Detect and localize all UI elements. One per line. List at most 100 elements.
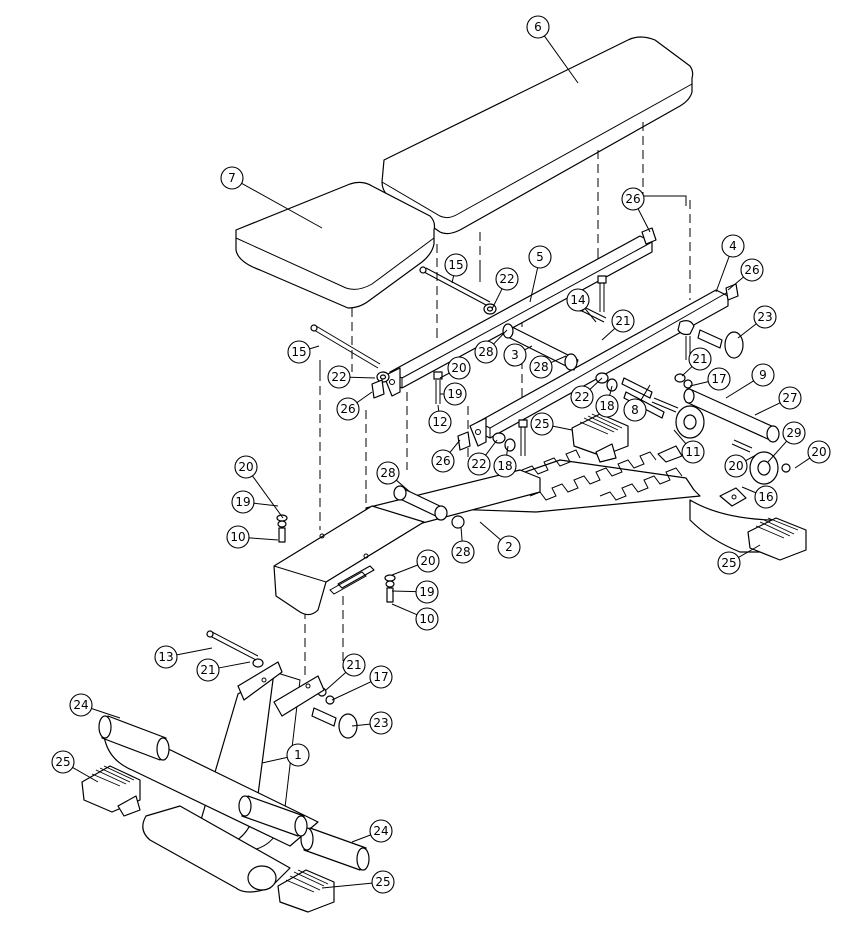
callout-27: 27 (754, 386, 802, 416)
callout-label: 28 (478, 345, 493, 359)
leader-line (491, 288, 503, 310)
callout-23: 23 (351, 711, 393, 735)
callout-20: 20 (794, 440, 831, 469)
callout-circle (707, 367, 731, 391)
leader-line (331, 681, 372, 701)
leader-line (689, 381, 709, 387)
callout-circle (621, 187, 645, 211)
leader-line (493, 329, 508, 345)
leader-line (794, 457, 811, 469)
callout-26: 26 (336, 391, 373, 421)
callout-label: 20 (420, 554, 435, 568)
callout-label: 28 (380, 466, 395, 480)
callout-circle (196, 658, 220, 682)
rubber-feet (81, 413, 807, 913)
leader-line (609, 385, 613, 396)
callout-label: 26 (625, 192, 640, 206)
callout-circle (740, 258, 764, 282)
leader-line (479, 521, 501, 541)
callout-label: 20 (238, 460, 253, 474)
callout-circle (327, 365, 351, 389)
leader-line (395, 479, 411, 493)
callout-21: 21 (196, 658, 251, 682)
callout-15: 15 (287, 340, 320, 364)
callout-label: 3 (511, 348, 519, 362)
callout-22: 22 (570, 377, 603, 409)
callout-circle (623, 398, 647, 422)
callout-circle (226, 525, 250, 549)
callout-21: 21 (681, 347, 712, 377)
callout-circle (495, 267, 519, 291)
callout-28: 28 (376, 461, 411, 493)
callout-label: 14 (570, 293, 585, 307)
callout-circle (369, 819, 393, 843)
leader-line (351, 723, 371, 727)
callout-25: 25 (51, 750, 99, 783)
leader-line (767, 440, 788, 463)
callout-29: 29 (767, 421, 806, 463)
callout-6: 6 (526, 15, 579, 84)
leader-line (391, 603, 418, 616)
callout-label: 17 (373, 670, 388, 684)
callout-circle (154, 645, 178, 669)
callout-circle (611, 309, 635, 333)
callout-5: 5 (528, 245, 552, 303)
callout-2: 2 (479, 521, 521, 559)
callout-label: 10 (230, 530, 245, 544)
callout-19: 19 (231, 490, 279, 514)
callout-circle (503, 343, 527, 367)
leader-line (715, 256, 730, 293)
callout-circle (444, 253, 468, 277)
callout-label: 28 (533, 360, 548, 374)
callout-label: 24 (373, 824, 388, 838)
callout-circle (234, 455, 258, 479)
callout-3: 3 (503, 343, 533, 367)
callout-circle (336, 397, 360, 421)
callout-label: 4 (729, 239, 737, 253)
callout-label: 29 (786, 426, 801, 440)
back-pad (381, 36, 694, 235)
callout-label: 12 (432, 415, 447, 429)
callout-circle (497, 535, 521, 559)
callout-label: 13 (158, 650, 173, 664)
leader-line (584, 308, 597, 323)
callout-label: 25 (534, 417, 549, 431)
roller-assembly (621, 377, 791, 485)
callout-circle (69, 693, 93, 717)
leader-line (72, 767, 99, 783)
callout-label: 28 (455, 545, 470, 559)
callout-label: 18 (497, 459, 512, 473)
callout-circle (688, 347, 712, 371)
callout-label: 19 (235, 495, 250, 509)
callout-label: 20 (811, 445, 826, 459)
callout-12: 12 (428, 404, 452, 434)
callout-4: 4 (715, 234, 745, 293)
callout-13: 13 (154, 645, 213, 669)
leader-line (737, 323, 757, 339)
leader-line (550, 355, 567, 364)
leader-line (727, 276, 744, 291)
callout-label: 23 (757, 310, 772, 324)
callout-label: 27 (782, 391, 797, 405)
callout-26: 26 (621, 187, 651, 233)
bushings (371, 227, 739, 451)
callout-22: 22 (467, 439, 498, 476)
callout-circle (681, 440, 705, 464)
callout-16: 16 (741, 485, 778, 509)
callout-label: 26 (744, 263, 759, 277)
callout-label: 9 (759, 368, 767, 382)
callout-label: 21 (615, 314, 630, 328)
callout-circle (570, 385, 594, 409)
callout-label: 25 (375, 875, 390, 889)
leader-line (248, 537, 279, 541)
callout-circle (287, 340, 311, 364)
callout-circle (753, 305, 777, 329)
callout-circle (431, 449, 455, 473)
callout-circle (415, 607, 439, 631)
leader-line (506, 445, 509, 456)
callout-circle (717, 551, 741, 575)
callout-circle (595, 394, 619, 418)
callout-label: 19 (447, 387, 462, 401)
